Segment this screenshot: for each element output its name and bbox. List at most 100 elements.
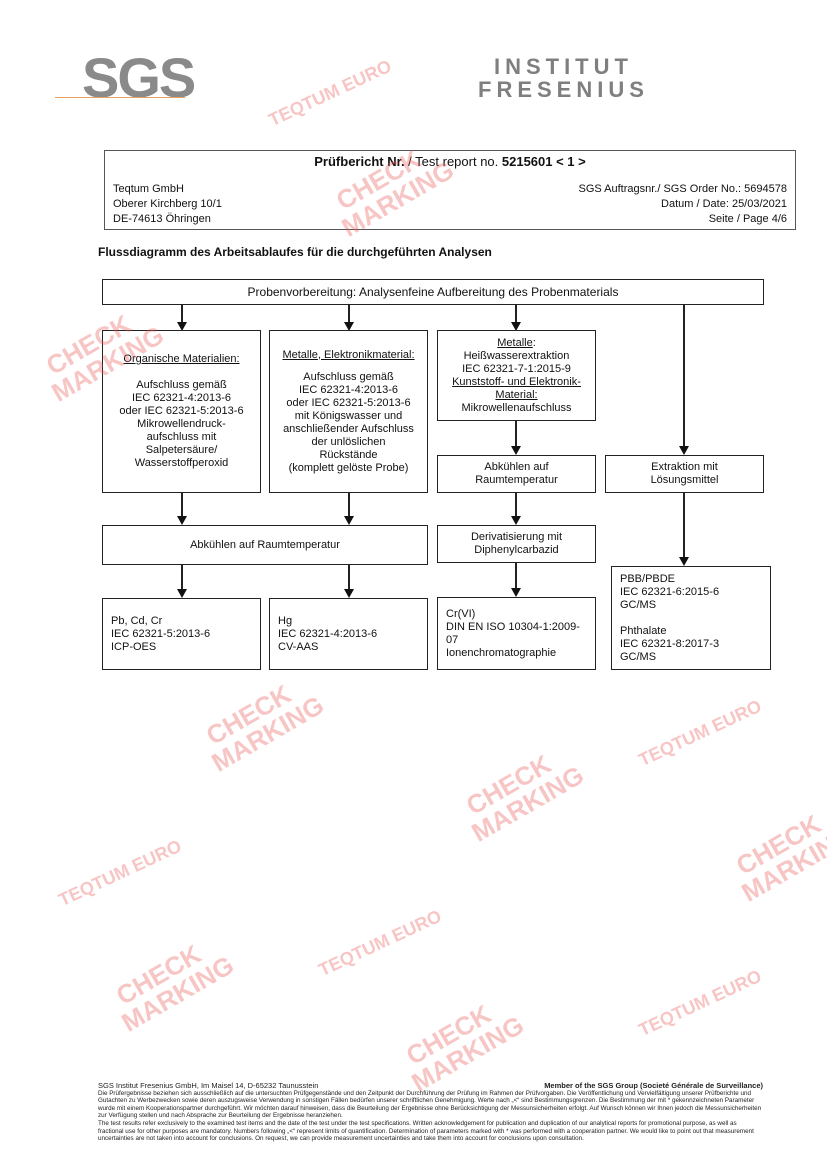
arrow-icon	[511, 446, 521, 455]
box-line: Phthalate	[620, 624, 667, 637]
connector	[683, 305, 685, 448]
report-date: Datum / Date: 25/03/2021	[661, 198, 787, 210]
box-line: Pb, Cd, Cr	[111, 614, 163, 627]
box-line: PBB/PBDE	[620, 572, 676, 585]
box-line: DIN EN ISO 10304-1:2009-	[446, 620, 580, 633]
section-title: Flussdiagramm des Arbeitsablaufes für di…	[98, 245, 492, 259]
box-heading: Metalle:	[438, 337, 595, 350]
box-line: Heißwasserextraktion	[463, 349, 570, 362]
connector	[348, 305, 350, 325]
watermark: CHECK MARKING	[110, 938, 239, 1038]
order-number: SGS Auftragsnr./ SGS Order No.: 5694578	[578, 183, 787, 195]
watermark: TEQTUM EURO	[265, 55, 395, 131]
arrow-icon	[511, 322, 521, 331]
box-line: Cr(VI)	[446, 607, 476, 620]
logo-fresenius: FRESENIUS	[478, 77, 649, 102]
report-header: Prüfbericht Nr. / Test report no. 521560…	[104, 150, 796, 230]
arrow-icon	[679, 557, 689, 566]
footer-member: Member of the SGS Group (Societé Général…	[544, 1081, 763, 1090]
box-line: Aufschluss gemäß	[136, 379, 227, 391]
heading-metals: Metalle	[497, 336, 533, 349]
box-line: IEC 62321-4:2013-6	[131, 392, 232, 404]
box-line: Abkühlen auf	[484, 461, 549, 473]
report-title: Prüfbericht Nr. / Test report no. 521560…	[105, 154, 795, 169]
flow-box-organic: Organische Materialien: Aufschluss gemäß…	[102, 330, 261, 493]
box-heading: Kunststoff- und Elektronik-Material:	[452, 375, 581, 401]
flow-box-cooling: Abkühlen auf Raumtemperatur	[102, 525, 428, 565]
watermark: TEQTUM EURO	[635, 695, 765, 771]
arrow-icon	[679, 446, 689, 455]
sgs-logo: SGS	[82, 46, 196, 109]
box-line: Ionenchromatographie	[446, 646, 557, 659]
box-line: Raumtemperatur	[475, 474, 558, 486]
arrow-icon	[344, 589, 354, 598]
title-de: Prüfbericht Nr.	[314, 154, 405, 169]
connector	[515, 563, 517, 590]
client-address: Teqtum GmbH Oberer Kirchberg 10/1 DE-746…	[113, 182, 222, 227]
result-box-pb-cd-cr: Pb, Cd, Cr IEC 62321-5:2013-6 ICP-OES	[102, 598, 261, 670]
box-line: (komplett gelöste Probe)	[288, 461, 409, 474]
box-line: Lösungsmittel	[650, 474, 719, 486]
connector	[515, 493, 517, 518]
watermark: TEQTUM EURO	[635, 965, 765, 1041]
box-line: Mikrowellenaufschluss	[461, 401, 572, 414]
box-line: Derivatisierung mit	[470, 531, 563, 543]
box-line: IEC 62321-5:2013-6	[111, 627, 211, 640]
box-line: Hg	[278, 614, 293, 627]
watermark: CHECK MARKING	[400, 998, 529, 1098]
connector	[348, 493, 350, 518]
box-line: GC/MS	[620, 650, 657, 663]
box-line: Wasserstoffperoxid	[134, 457, 229, 469]
heading-colon: :	[532, 336, 536, 349]
box-line: 07	[446, 633, 459, 646]
connector	[181, 493, 183, 518]
flow-box-crvi-prep: Metalle: Heißwasserextraktion IEC 62321-…	[437, 330, 596, 421]
client-street: Oberer Kirchberg 10/1	[113, 198, 222, 210]
box-line: Salpetersäure/	[145, 444, 218, 456]
box-line: Rückstände	[319, 448, 378, 461]
flow-box-sample-prep: Probenvorbereitung: Analysenfeine Aufber…	[102, 279, 764, 305]
client-city: DE-74613 Öhringen	[113, 213, 211, 225]
institut-fresenius-logo: INSTITUT FRESENIUS	[478, 55, 649, 101]
box-line: IEC 62321-4:2013-6	[278, 627, 378, 640]
connector	[181, 305, 183, 325]
logo-institut: INSTITUT	[493, 54, 633, 79]
watermark: CHECK MARKING	[730, 808, 827, 908]
flow-box-extraction: Extraktion mit Lösungsmittel	[605, 455, 764, 493]
arrow-icon	[177, 322, 187, 331]
box-line: anschließender Aufschluss	[283, 422, 414, 435]
box-line: GC/MS	[620, 598, 657, 611]
watermark: CHECK MARKING	[200, 678, 329, 778]
result-box-crvi: Cr(VI) DIN EN ISO 10304-1:2009- 07 Ionen…	[437, 597, 596, 670]
connector	[348, 565, 350, 591]
connector	[683, 493, 685, 559]
watermark: CHECK MARKING	[460, 748, 589, 848]
box-line: Mikrowellendruck-	[137, 418, 226, 430]
watermark: TEQTUM EURO	[55, 835, 185, 911]
footer-disclaimer-de: Die Prüfergebnisse beziehen sich ausschl…	[98, 1089, 762, 1120]
box-line: oder IEC 62321-5:2013-6	[119, 405, 244, 417]
flow-box-metals: Metalle, Elektronikmaterial: Aufschluss …	[269, 330, 428, 493]
box-line: CV-AAS	[278, 640, 319, 653]
report-number: 5215601 < 1 >	[501, 154, 586, 169]
connector	[181, 565, 183, 591]
box-line: aufschluss mit	[146, 431, 217, 443]
box-line: Aufschluss gemäß	[303, 370, 394, 383]
watermark: TEQTUM EURO	[315, 905, 445, 981]
logo-divider	[55, 97, 185, 98]
box-heading: Metalle, Elektronikmaterial:	[282, 348, 415, 361]
arrow-icon	[177, 516, 187, 525]
client-name: Teqtum GmbH	[113, 183, 184, 195]
arrow-icon	[511, 588, 521, 597]
arrow-icon	[344, 516, 354, 525]
report-meta: SGS Auftragsnr./ SGS Order No.: 5694578 …	[578, 182, 787, 227]
box-line: oder IEC 62321-5:2013-6	[286, 396, 411, 409]
arrow-icon	[177, 589, 187, 598]
footer-address: SGS Institut Fresenius GmbH, Im Maisel 1…	[98, 1081, 319, 1090]
box-line: IEC 62321-7-1:2015-9	[462, 362, 571, 375]
result-box-hg: Hg IEC 62321-4:2013-6 CV-AAS	[269, 598, 428, 670]
box-heading: Organische Materialien:	[123, 353, 240, 365]
title-en: / Test report no.	[404, 154, 502, 169]
box-line: der unlöslichen	[311, 435, 386, 448]
